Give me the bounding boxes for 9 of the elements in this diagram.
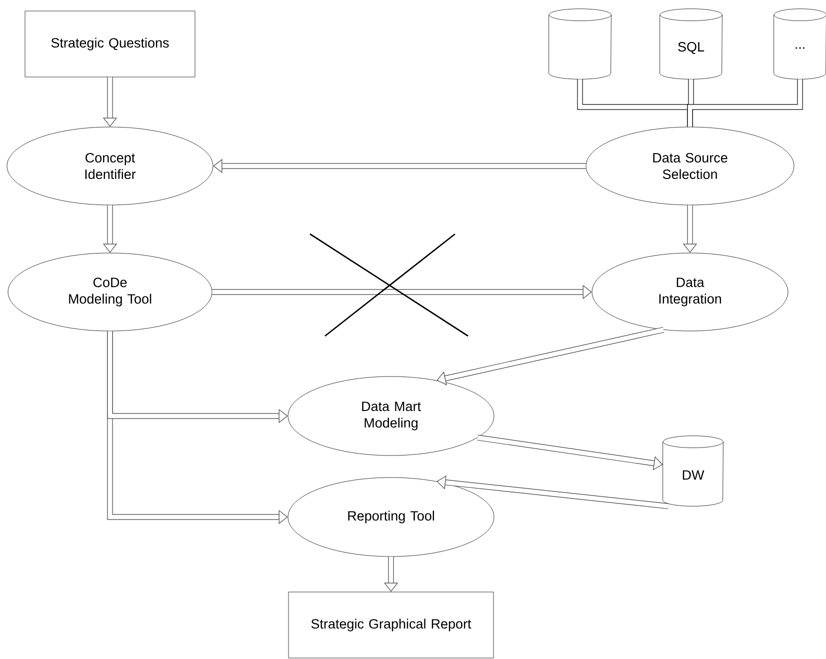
database-cylinder [548,8,612,80]
arrow [477,434,663,470]
database-cylinder: SQL [660,8,722,80]
arrow [436,326,664,386]
process-box: Strategic Graphical Report [288,592,494,658]
process-box: Strategic Questions [24,10,196,78]
database-cylinder: ... [774,8,826,80]
connector-line [687,79,803,127]
database-cylinder: DW [662,436,724,506]
